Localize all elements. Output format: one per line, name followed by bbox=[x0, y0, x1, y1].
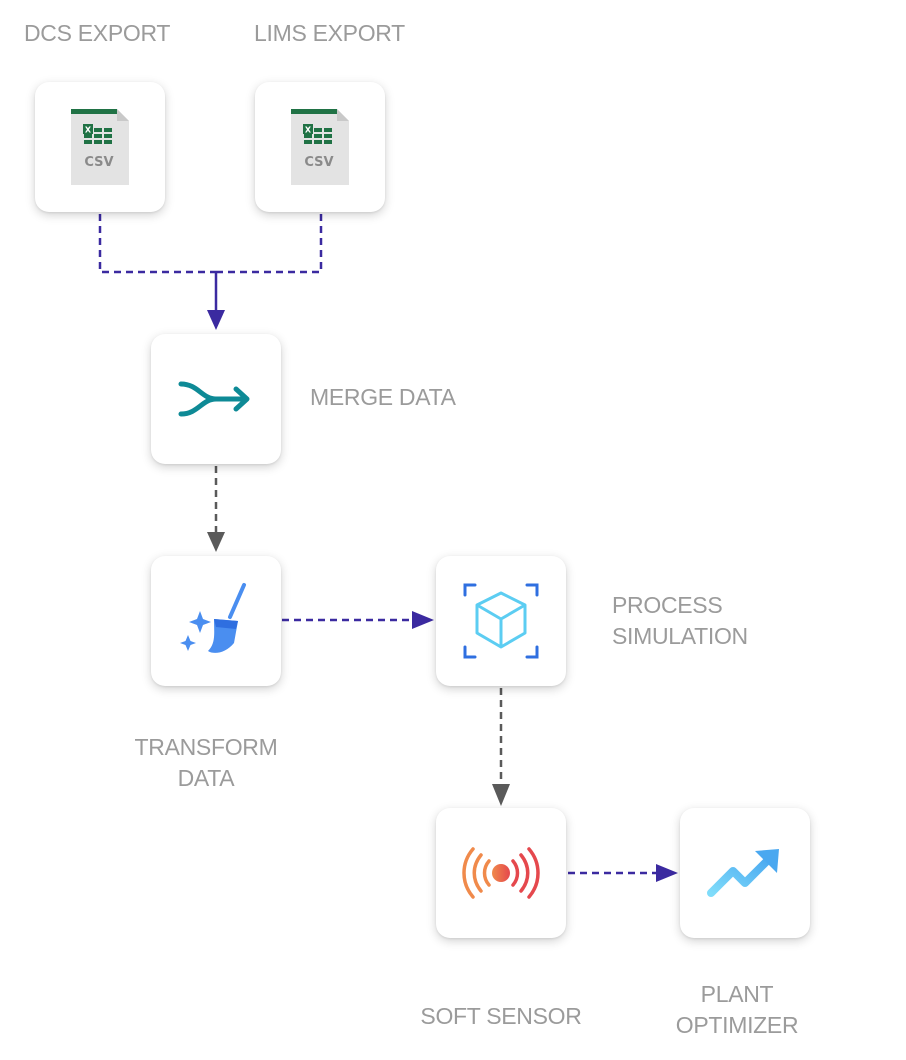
label-merge-data: MERGE DATA bbox=[310, 384, 456, 410]
arrowhead-merge bbox=[207, 310, 225, 330]
svg-text:X: X bbox=[305, 126, 312, 135]
arrowhead-simulation bbox=[412, 611, 434, 629]
label-optimizer-line2: OPTIMIZER bbox=[675, 1012, 799, 1038]
arrowhead-optimizer bbox=[656, 864, 678, 882]
label-simulation-line2: SIMULATION bbox=[612, 623, 748, 649]
node-lims-export[interactable]: X CSV bbox=[255, 82, 385, 212]
broom-sparkle-icon bbox=[180, 583, 246, 653]
edge-dcs-to-merge bbox=[98, 214, 216, 274]
node-plant-optimizer[interactable] bbox=[680, 808, 810, 938]
node-dcs-export[interactable]: X CSV bbox=[35, 82, 165, 212]
trend-up-icon bbox=[707, 849, 779, 897]
csv-text: CSV bbox=[304, 155, 333, 170]
label-process-simulation: PROCESS SIMULATION bbox=[612, 590, 748, 652]
node-transform-data[interactable] bbox=[151, 556, 281, 686]
node-process-simulation[interactable] bbox=[436, 556, 566, 686]
label-transform-data: TRANSFORM DATA bbox=[116, 732, 296, 794]
label-lims-export: LIMS EXPORT bbox=[254, 20, 405, 46]
svg-text:X: X bbox=[85, 126, 92, 135]
label-dcs-export: DCS EXPORT bbox=[24, 20, 171, 46]
label-transform-line2: DATA bbox=[177, 765, 235, 791]
node-merge-data[interactable] bbox=[151, 334, 281, 464]
label-simulation-line1: PROCESS bbox=[612, 592, 723, 618]
label-soft-sensor: SOFT SENSOR bbox=[420, 1003, 582, 1029]
label-optimizer-line1: PLANT bbox=[700, 981, 774, 1007]
label-transform-line1: TRANSFORM bbox=[134, 734, 278, 760]
label-plant-optimizer: PLANT OPTIMIZER bbox=[646, 979, 828, 1041]
signal-broadcast-icon bbox=[462, 847, 540, 899]
merge-arrow-icon bbox=[178, 381, 250, 417]
edge-lims-to-merge bbox=[216, 214, 323, 274]
csv-file-icon: X CSV bbox=[71, 109, 129, 185]
csv-text: CSV bbox=[84, 155, 113, 170]
csv-file-icon: X CSV bbox=[291, 109, 349, 185]
3d-cube-icon bbox=[463, 583, 539, 659]
arrowhead-transform bbox=[207, 532, 225, 552]
node-soft-sensor[interactable] bbox=[436, 808, 566, 938]
arrowhead-sensor bbox=[492, 784, 510, 806]
